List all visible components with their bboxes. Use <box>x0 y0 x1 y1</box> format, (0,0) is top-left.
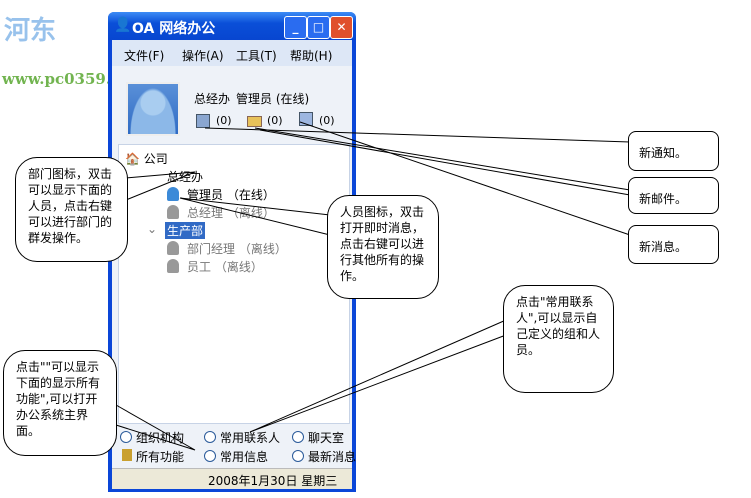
user-online-icon <box>167 187 179 201</box>
menu-help[interactable]: 帮助(H) <box>290 49 333 63</box>
mail-count: (0) <box>267 114 283 127</box>
dept-pointer <box>125 171 196 201</box>
building-icon <box>122 449 132 461</box>
user-offline-icon <box>167 241 179 255</box>
minimize-button[interactable]: _ <box>284 16 307 39</box>
tree-root-label: 公司 <box>143 152 168 166</box>
menu-tools[interactable]: 工具(T) <box>236 49 277 63</box>
tab-label: 常用联系人 <box>220 431 281 445</box>
close-button[interactable]: ✕ <box>330 16 353 39</box>
avatar[interactable] <box>126 82 180 136</box>
callout-mail: 新邮件。 <box>628 177 719 214</box>
status-date: 2008年1月30日 星期三 <box>208 474 338 488</box>
member-label: 总经理 （离线） <box>187 206 275 220</box>
tab-label: 最新消息 <box>308 450 357 464</box>
all-pointer <box>115 404 196 451</box>
tab-label: 聊天室 <box>308 431 345 445</box>
mail-icon[interactable] <box>247 116 262 127</box>
tree-member[interactable]: 总经理 （离线） <box>167 204 275 221</box>
member-label: 管理员 （在线） <box>187 188 275 202</box>
company-icon: 🏠 <box>125 152 140 166</box>
user-offline-icon <box>167 205 179 219</box>
tab-label: 常用信息 <box>220 450 269 464</box>
notify-icon[interactable] <box>196 114 210 128</box>
tree-root[interactable]: 🏠 公司 <box>125 150 168 167</box>
watermark-url: www.pc0359.cn <box>2 70 132 88</box>
member-label: 员工 （离线） <box>187 260 263 274</box>
window-title: OA 网络办公 <box>132 21 216 37</box>
tab-label: 所有功能 <box>136 450 185 464</box>
app-icon: 👤 <box>114 17 132 33</box>
message-leader <box>299 121 631 236</box>
tab-org[interactable]: 组织机构 <box>120 429 184 446</box>
callout-dept: 部门图标，双击可以显示下面的人员，点击右键可以进行部门的群发操作。 <box>15 157 128 262</box>
user-offline-icon <box>167 259 179 273</box>
notify-count: (0) <box>216 114 232 127</box>
chevron-down-icon[interactable]: ⌄ <box>147 222 158 236</box>
tab-chat[interactable]: 聊天室 <box>292 429 344 446</box>
callout-person: 人员图标，双击打开即时消息，点击右键可以进行其他所有的操作。 <box>327 195 439 299</box>
tab-all[interactable]: 所有功能 <box>122 448 184 465</box>
member-label: 部门经理 （离线） <box>187 242 287 256</box>
tab-contacts[interactable]: 常用联系人 <box>204 429 280 446</box>
message-count: (0) <box>319 114 335 127</box>
oa-window: 👤 OA 网络办公 _ □ ✕ 文件(F) 操作(A) 工具(T) 帮助(H) … <box>108 12 356 492</box>
callout-message: 新消息。 <box>628 225 719 264</box>
callout-contacts: 点击"常用联系人",可以显示自己定义的组和人员。 <box>503 285 614 393</box>
callout-all: 点击""可以显示下面的显示所有功能",可以打开办公系统主界面。 <box>3 350 117 456</box>
profile-user: 管理员 (在线) <box>236 92 310 106</box>
profile-dept: 总经办 <box>194 92 231 106</box>
notify-leader <box>204 127 631 143</box>
callout-notify: 新通知。 <box>628 131 719 171</box>
client-area: 文件(F) 操作(A) 工具(T) 帮助(H) 总经办 管理员 (在线) (0)… <box>112 40 356 489</box>
tab-info[interactable]: 常用信息 <box>204 448 268 465</box>
contacts-pointer <box>249 319 507 433</box>
menu-action[interactable]: 操作(A) <box>182 49 224 63</box>
mail-leader <box>254 127 631 191</box>
tree-member[interactable]: 管理员 （在线） <box>167 186 275 203</box>
radio-icon <box>204 431 216 443</box>
mail-leader <box>259 129 631 196</box>
profile-panel: 总经办 管理员 (在线) (0) (0) (0) <box>112 66 352 144</box>
tree-member[interactable]: 员工 （离线） <box>167 258 263 275</box>
title-bar[interactable]: 👤 OA 网络办公 _ □ ✕ <box>108 12 356 40</box>
radio-icon <box>292 450 304 462</box>
menu-bar: 文件(F) 操作(A) 工具(T) 帮助(H) <box>112 40 352 66</box>
radio-icon <box>120 431 132 443</box>
tab-label: 组织机构 <box>136 431 185 445</box>
menu-file[interactable]: 文件(F) <box>124 49 165 63</box>
tree-group-selected[interactable]: 生产部 <box>165 222 206 239</box>
radio-icon <box>292 431 304 443</box>
maximize-button[interactable]: □ <box>307 16 330 39</box>
status-bar: 2008年1月30日 星期三 <box>112 468 352 489</box>
person-pointer <box>179 197 331 236</box>
radio-icon <box>204 450 216 462</box>
view-switcher: 组织机构 常用联系人 聊天室 所有功能 常用信息 最新消息 <box>112 422 356 468</box>
org-tree: 🏠 公司 总经办 管理员 （在线） 总经理 （离线） ⌄ 生产部 部门经理 （离… <box>118 144 350 424</box>
tab-latest[interactable]: 最新消息 <box>292 448 356 465</box>
tree-member[interactable]: 部门经理 （离线） <box>167 240 287 257</box>
watermark-logo: 河东 <box>4 16 57 46</box>
